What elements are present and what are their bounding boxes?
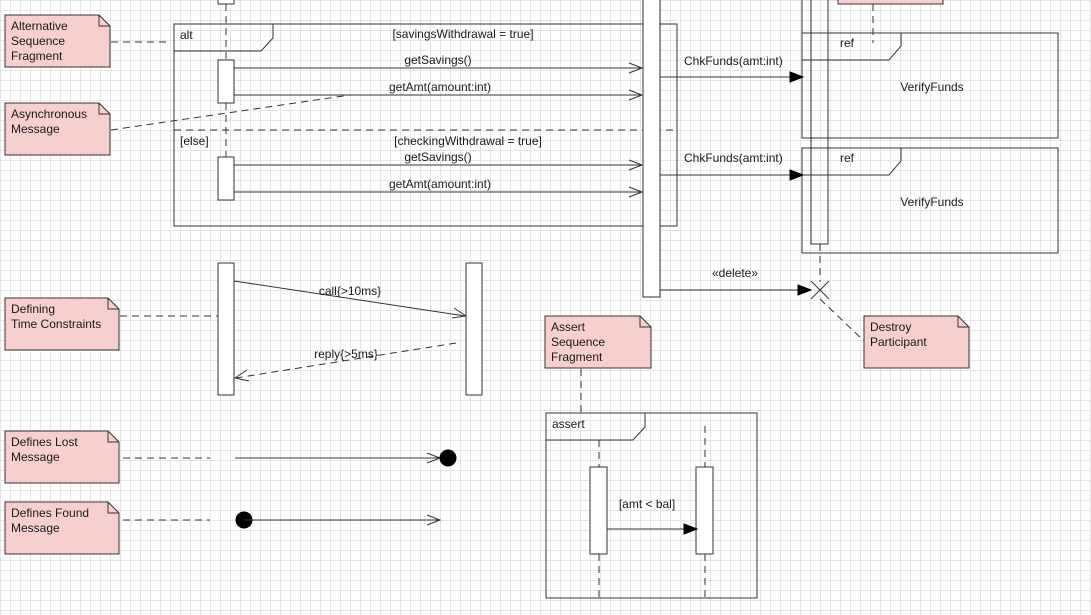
ref-name: VerifyFunds bbox=[900, 80, 963, 94]
svg-text:Fragment: Fragment bbox=[11, 49, 63, 63]
svg-text:ref: ref bbox=[840, 151, 855, 165]
message-reply[interactable]: reply{>5ms} bbox=[233, 342, 457, 382]
solid-arrowhead-icon bbox=[789, 169, 805, 181]
open-arrowhead-icon bbox=[426, 514, 442, 526]
svg-text:ref: ref bbox=[840, 36, 855, 50]
ref-name: VerifyFunds bbox=[900, 195, 963, 209]
open-arrowhead-icon bbox=[628, 89, 644, 101]
open-arrowhead-icon bbox=[628, 159, 644, 171]
activation-bar-main[interactable] bbox=[642, 0, 661, 298]
lost-endpoint-icon bbox=[439, 449, 457, 467]
svg-text:Sequence: Sequence bbox=[551, 335, 605, 349]
ref-fragment-1[interactable]: ref VerifyFunds bbox=[801, 32, 1059, 139]
svg-text:call{>10ms}: call{>10ms} bbox=[319, 284, 381, 298]
svg-text:Asynchronous: Asynchronous bbox=[11, 107, 87, 121]
open-arrowhead-icon bbox=[233, 369, 250, 382]
activation-bar[interactable] bbox=[695, 466, 714, 555]
svg-text:Message: Message bbox=[11, 122, 60, 136]
message-call[interactable]: call{>10ms} bbox=[233, 280, 468, 319]
activation-bar[interactable] bbox=[217, 156, 235, 201]
note-destroy-participant[interactable]: Destroy Participant bbox=[863, 315, 970, 369]
found-message[interactable] bbox=[235, 511, 442, 529]
svg-text:getSavings(): getSavings() bbox=[404, 53, 471, 67]
alt-operator-label: alt bbox=[180, 28, 193, 42]
note-connector bbox=[110, 94, 351, 131]
svg-text:Defining: Defining bbox=[11, 302, 55, 316]
assert-fragment[interactable]: assert [amt < bal] bbox=[545, 412, 758, 599]
note-assert-fragment[interactable]: Assert Sequence Fragment bbox=[544, 315, 652, 369]
message-get-savings-1[interactable]: getSavings() bbox=[234, 53, 644, 74]
svg-text:ChkFunds(amt:int): ChkFunds(amt:int) bbox=[684, 54, 783, 68]
alt-operator-tab bbox=[174, 24, 274, 52]
note-lost-message[interactable]: Defines Lost Message bbox=[4, 430, 120, 484]
message-get-amt-2[interactable]: getAmt(amount:int) bbox=[234, 177, 644, 198]
svg-text:reply{>5ms}: reply{>5ms} bbox=[314, 347, 378, 361]
svg-text:Assert: Assert bbox=[551, 320, 586, 334]
activation-bar[interactable] bbox=[217, 262, 235, 396]
destroy-x-icon bbox=[810, 280, 830, 300]
svg-text:ChkFunds(amt:int): ChkFunds(amt:int) bbox=[684, 151, 783, 165]
svg-text:getAmt(amount:int): getAmt(amount:int) bbox=[389, 177, 491, 191]
open-arrowhead-icon bbox=[628, 62, 644, 74]
solid-arrowhead-icon bbox=[683, 523, 699, 535]
ref-fragment-2[interactable]: ref VerifyFunds bbox=[801, 147, 1059, 254]
svg-text:getAmt(amount:int): getAmt(amount:int) bbox=[389, 80, 491, 94]
activation-bar[interactable] bbox=[217, 0, 235, 5]
svg-text:Fragment: Fragment bbox=[551, 350, 603, 364]
alt-fragment-frame bbox=[173, 23, 678, 227]
note-asynchronous-message[interactable]: Asynchronous Message bbox=[4, 102, 111, 156]
svg-text:getSavings(): getSavings() bbox=[404, 150, 471, 164]
svg-text:assert: assert bbox=[552, 417, 585, 431]
note-connector bbox=[819, 298, 865, 342]
svg-text:Alternative: Alternative bbox=[11, 19, 68, 33]
message-chkfunds-1[interactable]: ChkFunds(amt:int) bbox=[660, 54, 805, 83]
open-arrowhead-icon bbox=[451, 307, 468, 319]
message-get-savings-2[interactable]: getSavings() bbox=[234, 150, 644, 171]
note-cut-off[interactable] bbox=[837, 0, 944, 5]
svg-text:Time Constraints: Time Constraints bbox=[11, 317, 101, 331]
message-assert[interactable]: [amt < bal] bbox=[607, 497, 699, 535]
activation-bar[interactable] bbox=[465, 262, 483, 396]
alt-guard-1: [savingsWithdrawal = true] bbox=[392, 27, 533, 41]
open-arrowhead-icon bbox=[628, 186, 644, 198]
svg-text:[amt < bal]: [amt < bal] bbox=[619, 497, 675, 511]
activation-bar[interactable] bbox=[217, 59, 235, 104]
svg-text:Participant: Participant bbox=[870, 335, 927, 349]
svg-text:Message: Message bbox=[11, 521, 60, 535]
lost-message[interactable] bbox=[235, 449, 457, 467]
svg-text:«delete»: «delete» bbox=[712, 266, 758, 280]
svg-text:Sequence: Sequence bbox=[11, 34, 65, 48]
note-found-message[interactable]: Defines Found Message bbox=[4, 501, 120, 555]
solid-arrowhead-icon bbox=[797, 284, 813, 296]
svg-text:Defines Found: Defines Found bbox=[11, 506, 89, 520]
else-label: [else] bbox=[180, 134, 209, 148]
message-chkfunds-2[interactable]: ChkFunds(amt:int) bbox=[660, 151, 805, 181]
message-get-amt-1[interactable]: getAmt(amount:int) bbox=[234, 80, 644, 101]
svg-text:Defines Lost: Defines Lost bbox=[11, 435, 78, 449]
svg-text:Message: Message bbox=[11, 450, 60, 464]
message-delete[interactable]: «delete» bbox=[660, 266, 813, 296]
note-time-constraints[interactable]: Defining Time Constraints bbox=[4, 297, 120, 351]
alt-fragment[interactable]: alt [savingsWithdrawal = true] [else] [c… bbox=[173, 23, 678, 227]
activation-bar[interactable] bbox=[589, 466, 608, 555]
alt-guard-2: [checkingWithdrawal = true] bbox=[394, 134, 542, 148]
svg-text:Destroy: Destroy bbox=[870, 320, 911, 334]
note-alternative-fragment[interactable]: Alternative Sequence Fragment bbox=[4, 14, 111, 68]
solid-arrowhead-icon bbox=[789, 71, 805, 83]
